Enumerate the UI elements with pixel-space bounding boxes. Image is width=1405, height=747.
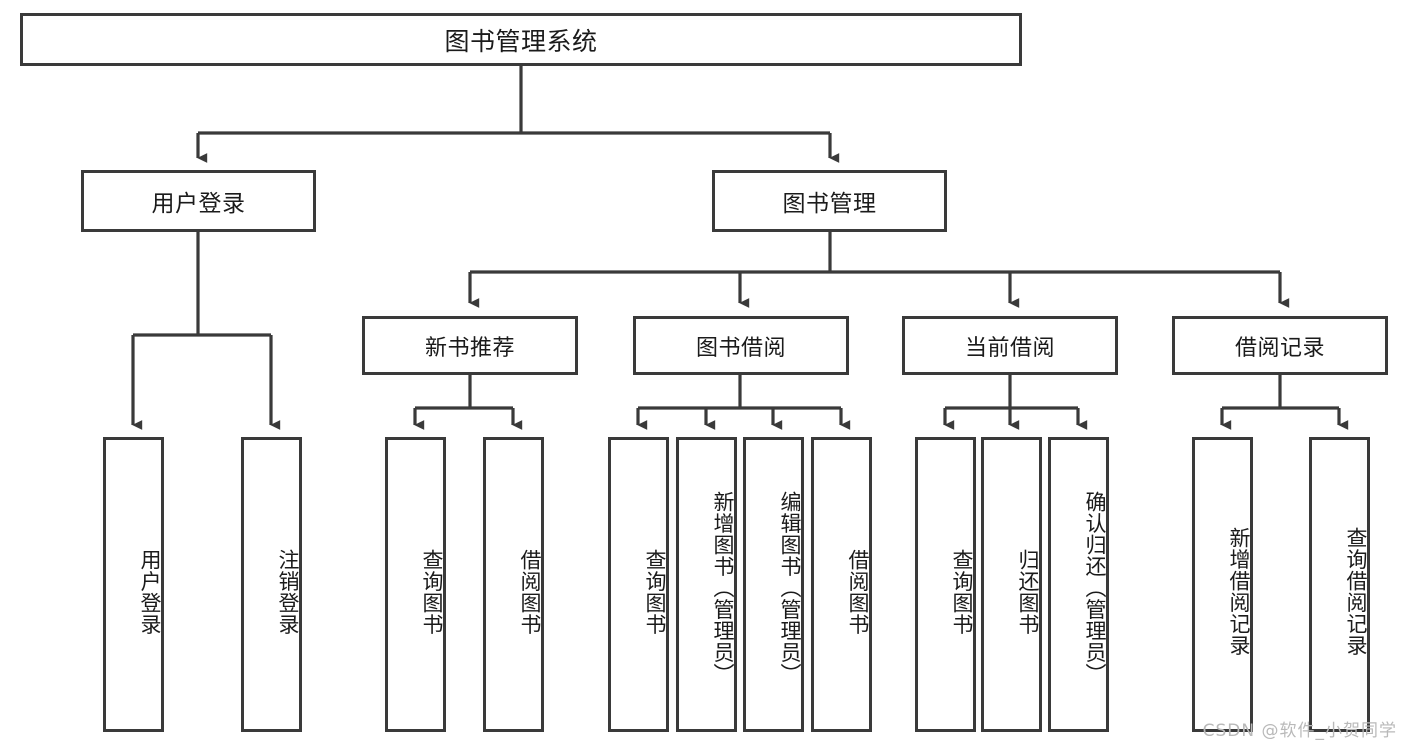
leaf-user-login-logout[interactable]: 注销登录 bbox=[241, 437, 302, 732]
watermark: CSDN @软件_小贺同学 bbox=[1202, 721, 1397, 741]
leaf-borrow-add-book-admin[interactable]: 新增图书（管理员） bbox=[676, 437, 737, 732]
leaf-borrow-borrow-book[interactable]: 借阅图书 bbox=[811, 437, 872, 732]
leaf-user-login-login[interactable]: 用户登录 bbox=[103, 437, 164, 732]
node-new-book-recommend[interactable]: 新书推荐 bbox=[362, 316, 578, 375]
node-borrow-record[interactable]: 借阅记录 bbox=[1172, 316, 1388, 375]
leaf-record-add-borrow-record[interactable]: 新增借阅记录 bbox=[1192, 437, 1253, 732]
node-label: 归还图书 bbox=[1016, 548, 1040, 635]
node-label: 新增借阅记录 bbox=[1227, 527, 1251, 656]
node-root-book-management-system[interactable]: 图书管理系统 bbox=[20, 13, 1022, 66]
node-label: 确认归还（管理员） bbox=[1083, 490, 1107, 685]
node-label: 用户登录 bbox=[138, 548, 162, 635]
node-label: 新增图书（管理员） bbox=[711, 490, 735, 685]
node-label: 当前借阅 bbox=[964, 335, 1055, 361]
node-label: 查询图书 bbox=[420, 548, 444, 635]
leaf-borrow-edit-book-admin[interactable]: 编辑图书（管理员） bbox=[743, 437, 804, 732]
leaf-current-confirm-return-admin[interactable]: 确认归还（管理员） bbox=[1048, 437, 1109, 732]
node-label: 用户登录 bbox=[151, 191, 246, 217]
node-label: 借阅图书 bbox=[846, 548, 870, 635]
node-label: 图书管理 bbox=[782, 191, 877, 217]
node-label: 查询图书 bbox=[643, 548, 667, 635]
node-book-borrow[interactable]: 图书借阅 bbox=[633, 316, 849, 375]
node-label: 借阅记录 bbox=[1234, 335, 1325, 361]
node-label: 编辑图书（管理员） bbox=[778, 490, 802, 685]
node-label: 新书推荐 bbox=[424, 335, 515, 361]
node-label: 查询借阅记录 bbox=[1344, 527, 1368, 656]
leaf-current-query-book[interactable]: 查询图书 bbox=[915, 437, 976, 732]
node-label: 注销登录 bbox=[276, 548, 300, 635]
node-user-login[interactable]: 用户登录 bbox=[81, 170, 316, 232]
node-label: 查询图书 bbox=[950, 548, 974, 635]
node-book-management[interactable]: 图书管理 bbox=[712, 170, 947, 232]
node-current-borrow[interactable]: 当前借阅 bbox=[902, 316, 1118, 375]
node-label: 图书管理系统 bbox=[444, 26, 598, 56]
node-label: 借阅图书 bbox=[518, 548, 542, 635]
leaf-borrow-query-book[interactable]: 查询图书 bbox=[608, 437, 669, 732]
leaf-recommend-borrow-book[interactable]: 借阅图书 bbox=[483, 437, 544, 732]
leaf-record-query-borrow-record[interactable]: 查询借阅记录 bbox=[1309, 437, 1370, 732]
node-label: 图书借阅 bbox=[695, 335, 786, 361]
leaf-recommend-query-book[interactable]: 查询图书 bbox=[385, 437, 446, 732]
leaf-current-return-book[interactable]: 归还图书 bbox=[981, 437, 1042, 732]
